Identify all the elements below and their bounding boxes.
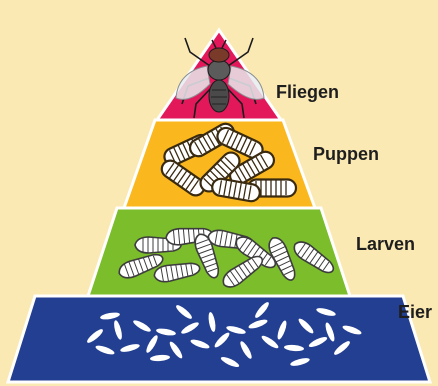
label-eier: Eier (398, 302, 432, 322)
label-larven: Larven (356, 234, 415, 254)
label-puppen: Puppen (313, 144, 379, 164)
label-fliegen: Fliegen (276, 82, 339, 102)
